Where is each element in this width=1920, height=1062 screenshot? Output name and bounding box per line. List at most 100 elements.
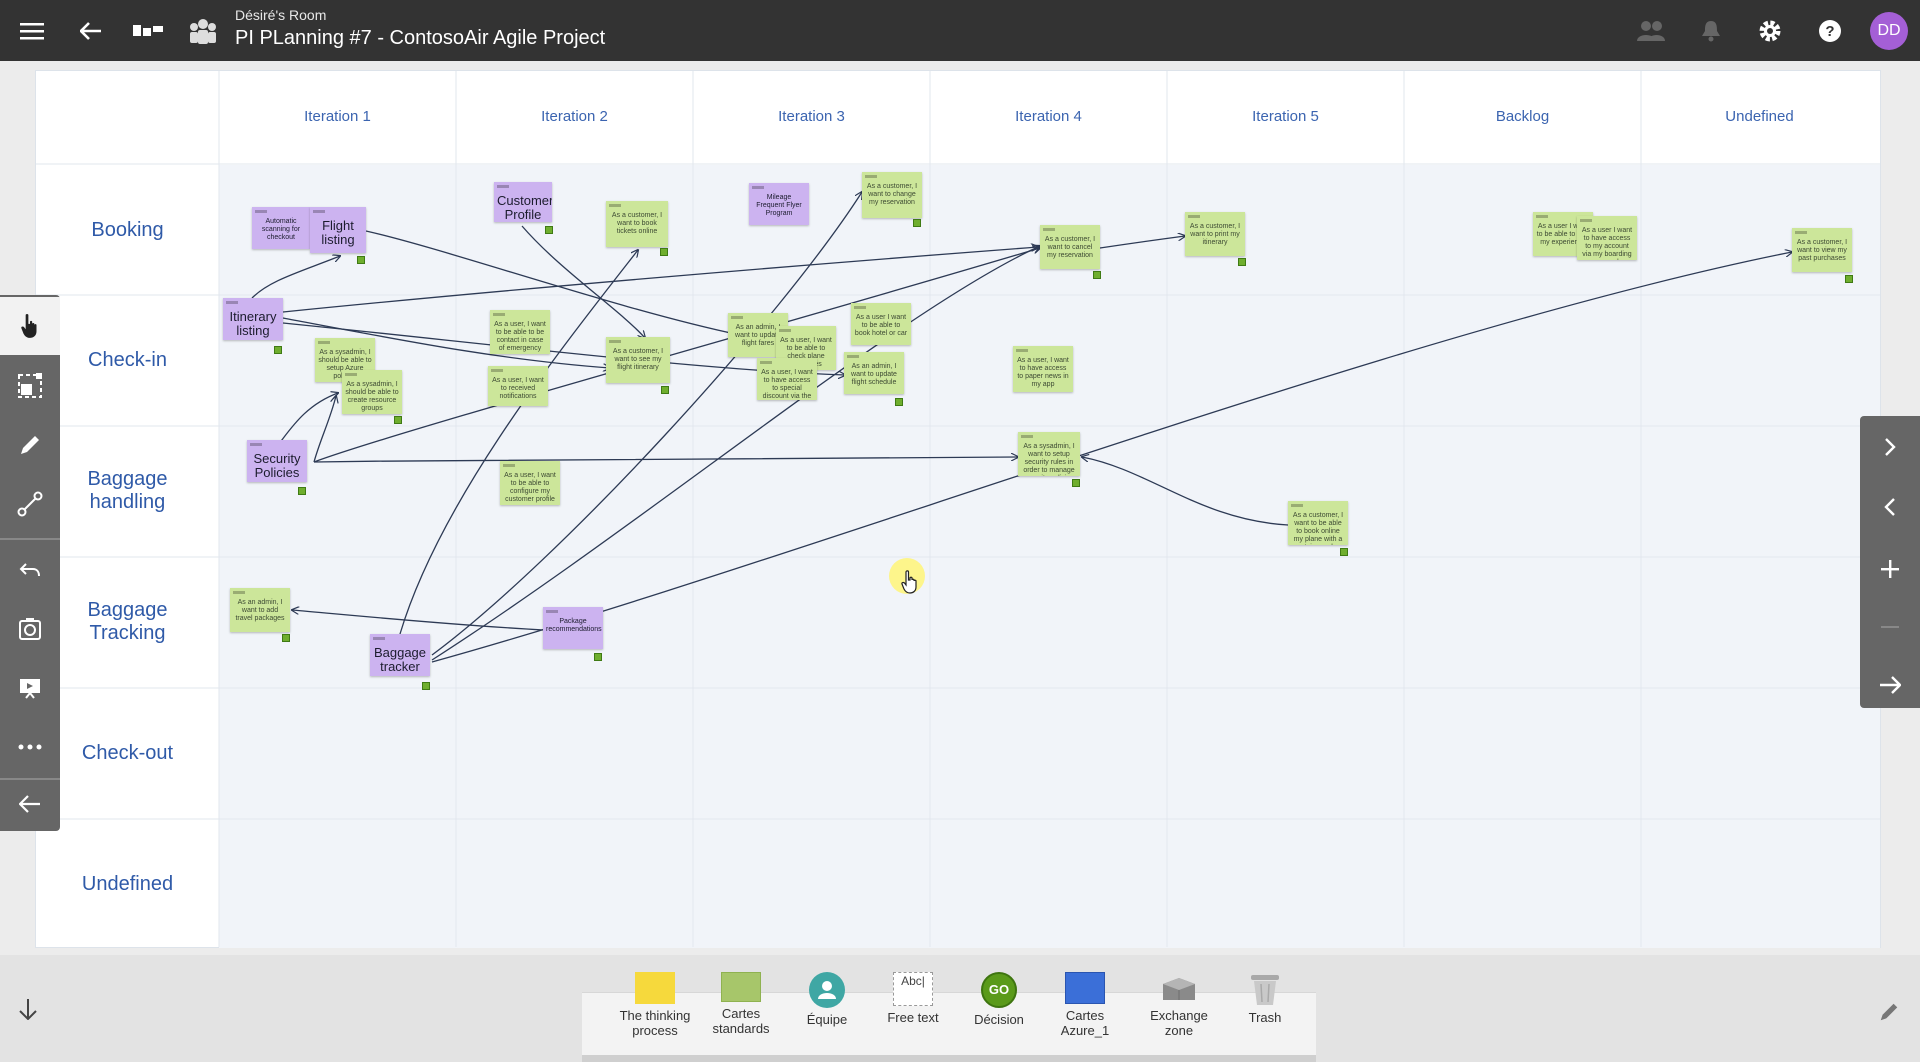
- zoom-in-icon[interactable]: [1860, 540, 1920, 598]
- card-text: As an admin, I want to add travel packag…: [235, 599, 285, 622]
- story-card[interactable]: Automatic scanning for checkout: [252, 207, 310, 249]
- back-arrow-icon[interactable]: [76, 0, 106, 61]
- azure-card-icon: [1065, 972, 1105, 1004]
- story-card[interactable]: As a user I want to have access to my ac…: [1577, 216, 1637, 260]
- story-card[interactable]: As a sysadmin, I should be able to creat…: [342, 370, 402, 414]
- card-status-badge: [1845, 275, 1853, 283]
- card-text: As a user I want to be able to rate my e…: [1536, 223, 1590, 246]
- room-name: Désiré's Room: [235, 7, 327, 23]
- story-card[interactable]: As a customer, I want to cancel my reser…: [1040, 225, 1100, 269]
- free-text-icon: Abc|: [893, 972, 933, 1006]
- column-header-iteration-2: Iteration 2: [541, 108, 608, 125]
- card-text: As an admin, I want to update flight far…: [735, 324, 781, 347]
- column-header-undefined: Undefined: [1725, 108, 1794, 125]
- story-card[interactable]: As a user, I want to be able to configur…: [500, 461, 560, 505]
- card-text: As a sysadmin, I want to setup security …: [1023, 443, 1075, 476]
- card-text: As a user, I want to have access to spec…: [761, 369, 813, 400]
- card-text: Baggage tracker: [373, 645, 427, 674]
- tool-separator: [0, 778, 60, 780]
- team-icon[interactable]: [186, 0, 220, 61]
- feature-card[interactable]: Itinerary listing: [223, 298, 283, 340]
- zoom-out-icon[interactable]: [1860, 598, 1920, 656]
- people-icon[interactable]: [1634, 0, 1668, 61]
- left-tool-panel: [0, 295, 60, 831]
- presentation-icon[interactable]: [0, 659, 60, 717]
- column-header-backlog: Backlog: [1495, 108, 1550, 125]
- feature-card[interactable]: Customer Profile: [494, 182, 552, 222]
- card-status-badge: [422, 682, 430, 690]
- tool-decision[interactable]: GO Décision: [956, 972, 1042, 1027]
- card-status-badge: [1093, 271, 1101, 279]
- story-card[interactable]: As an admin, I want to add travel packag…: [230, 588, 290, 632]
- go-decision-icon: GO: [981, 972, 1017, 1008]
- card-text: As a customer, I want to see my flight i…: [612, 348, 664, 371]
- trash-icon: [1245, 972, 1285, 1006]
- card-text: As a sysadmin, I should be able to creat…: [345, 381, 399, 412]
- card-text: Security Policies: [253, 451, 301, 480]
- tool-team[interactable]: Équipe: [784, 972, 870, 1027]
- story-card[interactable]: As a customer, I want to change my reser…: [862, 172, 922, 218]
- feature-card[interactable]: Package recommendations: [543, 607, 603, 649]
- edit-pencil-icon[interactable]: [1878, 1001, 1900, 1028]
- help-icon[interactable]: ?: [1815, 0, 1845, 61]
- story-card[interactable]: As a sysadmin, I want to setup security …: [1018, 432, 1080, 476]
- card-text: As a user I want to have access to my ac…: [1581, 227, 1633, 260]
- gear-icon[interactable]: [1755, 0, 1785, 61]
- story-card[interactable]: As a user, I want to be able to be conta…: [490, 310, 550, 354]
- column-header-iteration-3: Iteration 3: [778, 108, 845, 125]
- pen-icon[interactable]: [0, 416, 60, 474]
- boards-icon[interactable]: [131, 0, 165, 61]
- card-status-badge: [274, 346, 282, 354]
- card-text: As a customer, I want to cancel my reser…: [1044, 236, 1096, 259]
- story-card[interactable]: As a user I want to be able to book hote…: [851, 303, 911, 345]
- story-card[interactable]: As a customer, I want to see my flight i…: [606, 337, 670, 383]
- feature-card[interactable]: Security Policies: [247, 440, 307, 482]
- story-card[interactable]: As a customer, I want to view my past pu…: [1792, 228, 1852, 272]
- hand-pointer-icon[interactable]: [0, 297, 60, 355]
- feature-card[interactable]: Mileage Frequent Flyer Program: [749, 183, 809, 225]
- next-icon[interactable]: [1860, 418, 1920, 476]
- story-card[interactable]: As a user, I want to received notificati…: [488, 366, 548, 406]
- column-header-iteration-1: Iteration 1: [304, 108, 371, 125]
- card-status-badge: [895, 398, 903, 406]
- row-header-undefined: Undefined: [81, 872, 174, 895]
- bell-icon[interactable]: [1696, 0, 1726, 61]
- fit-arrow-icon[interactable]: [1860, 656, 1920, 714]
- story-card[interactable]: As a user, I want to have access to pape…: [1013, 346, 1073, 392]
- undo-icon[interactable]: [0, 541, 60, 599]
- snapshot-icon[interactable]: [0, 600, 60, 658]
- card-status-badge: [1238, 258, 1246, 266]
- story-card[interactable]: As a customer, I want to be able to book…: [1288, 501, 1348, 545]
- card-text: As a customer, I want to change my reser…: [866, 183, 918, 206]
- story-card[interactable]: As a customer, I want to book tickets on…: [606, 201, 668, 247]
- menu-icon[interactable]: [14, 0, 50, 61]
- story-card[interactable]: As a customer, I want to print my itiner…: [1185, 212, 1245, 256]
- card-text: Customer Profile: [497, 193, 552, 222]
- card-status-badge: [298, 487, 306, 495]
- card-status-badge: [394, 416, 402, 424]
- story-card[interactable]: As a user, I want to have access to spec…: [757, 358, 817, 400]
- previous-icon[interactable]: [1860, 478, 1920, 536]
- card-text: Mileage Frequent Flyer Program: [756, 194, 802, 217]
- select-area-icon[interactable]: [0, 357, 60, 415]
- feature-card[interactable]: Flight listing: [310, 207, 366, 253]
- card-status-badge: [282, 634, 290, 642]
- feature-card[interactable]: Baggage tracker: [370, 634, 430, 676]
- collapse-left-icon[interactable]: [0, 775, 60, 833]
- row-header-check-out: Check-out: [81, 741, 174, 764]
- card-text: As a customer, I want to be able to book…: [1292, 512, 1344, 545]
- tool-trash[interactable]: Trash: [1222, 972, 1308, 1025]
- tool-free-text[interactable]: Abc| Free text: [870, 972, 956, 1025]
- connector-icon[interactable]: [0, 475, 60, 533]
- user-avatar[interactable]: DD: [1870, 12, 1908, 50]
- more-icon[interactable]: [0, 718, 60, 776]
- story-card[interactable]: As an admin, I want to update flight sch…: [844, 352, 904, 394]
- collapse-down-icon[interactable]: [18, 998, 38, 1025]
- card-text: As a user, I want to received notificati…: [492, 377, 544, 400]
